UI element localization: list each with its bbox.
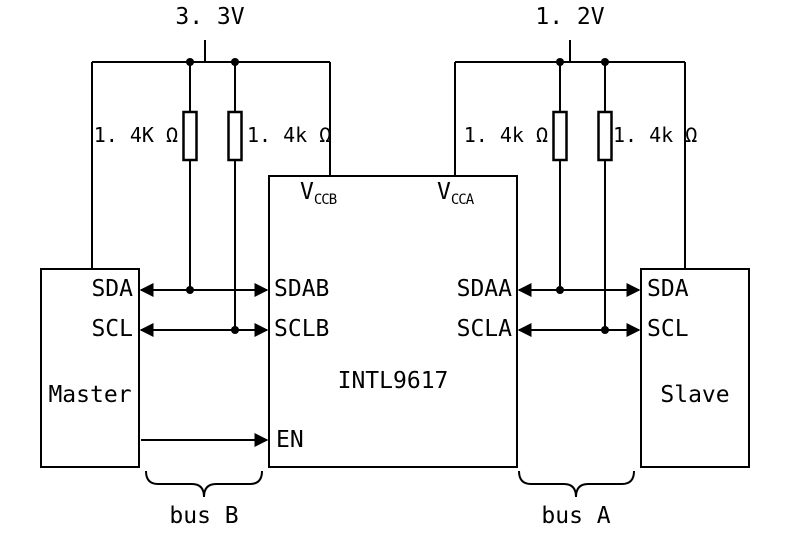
- master-pin-sda: SDA: [91, 276, 133, 302]
- bus-a-label: bus A: [541, 503, 611, 529]
- master-title: Master: [48, 382, 132, 408]
- vcca-base: V: [437, 179, 451, 205]
- master-box: [40, 268, 140, 468]
- bus-b-label: bus B: [169, 503, 239, 529]
- brace-bus-a: [518, 470, 635, 498]
- slave-pin-sda: SDA: [647, 276, 689, 302]
- supply-voltage-left: 3. 3V: [175, 4, 245, 30]
- chip-pin-sdaa: SDAA: [456, 276, 512, 302]
- resistor-label-right-b: 1. 4k Ω: [613, 123, 698, 147]
- pullup-resistors: [182, 110, 613, 162]
- resistor-label-left-a: 1. 4K Ω: [93, 123, 178, 147]
- master-pin-scl: SCL: [91, 316, 133, 342]
- chip-pin-sdab: SDAB: [274, 276, 330, 302]
- resistor-right-b: [597, 110, 613, 162]
- resistor-right-a: [552, 110, 568, 162]
- signal-lines: [139, 283, 641, 447]
- vcca-subscript: CCA: [450, 192, 474, 208]
- vccb-base: V: [300, 179, 314, 205]
- chip-pin-scla: SCLA: [456, 316, 512, 342]
- power-network-right: [454, 40, 686, 330]
- slave-pin-scl: SCL: [647, 316, 689, 342]
- chip-pin-en: EN: [276, 427, 304, 453]
- resistor-label-left-b: 1. 4k Ω: [247, 123, 332, 147]
- chip-pin-vcca: VCCA: [437, 179, 474, 208]
- chip-pin-sclb: SCLB: [274, 316, 330, 342]
- resistor-label-right-a: 1. 4k Ω: [463, 123, 548, 147]
- vccb-subscript: CCB: [313, 192, 337, 208]
- slave-box: [640, 268, 750, 468]
- junction-dots: [186, 58, 609, 334]
- resistor-left-b: [227, 110, 243, 162]
- resistor-left-a: [182, 110, 198, 162]
- chip-box: [268, 175, 518, 468]
- brace-bus-b: [145, 470, 263, 498]
- power-network-left: [91, 40, 331, 330]
- bus-braces: [145, 470, 635, 498]
- chip-title: INTL9617: [337, 368, 449, 394]
- chip-pin-vccb: VCCB: [300, 179, 337, 208]
- slave-title: Slave: [660, 382, 730, 408]
- supply-voltage-right: 1. 2V: [535, 4, 605, 30]
